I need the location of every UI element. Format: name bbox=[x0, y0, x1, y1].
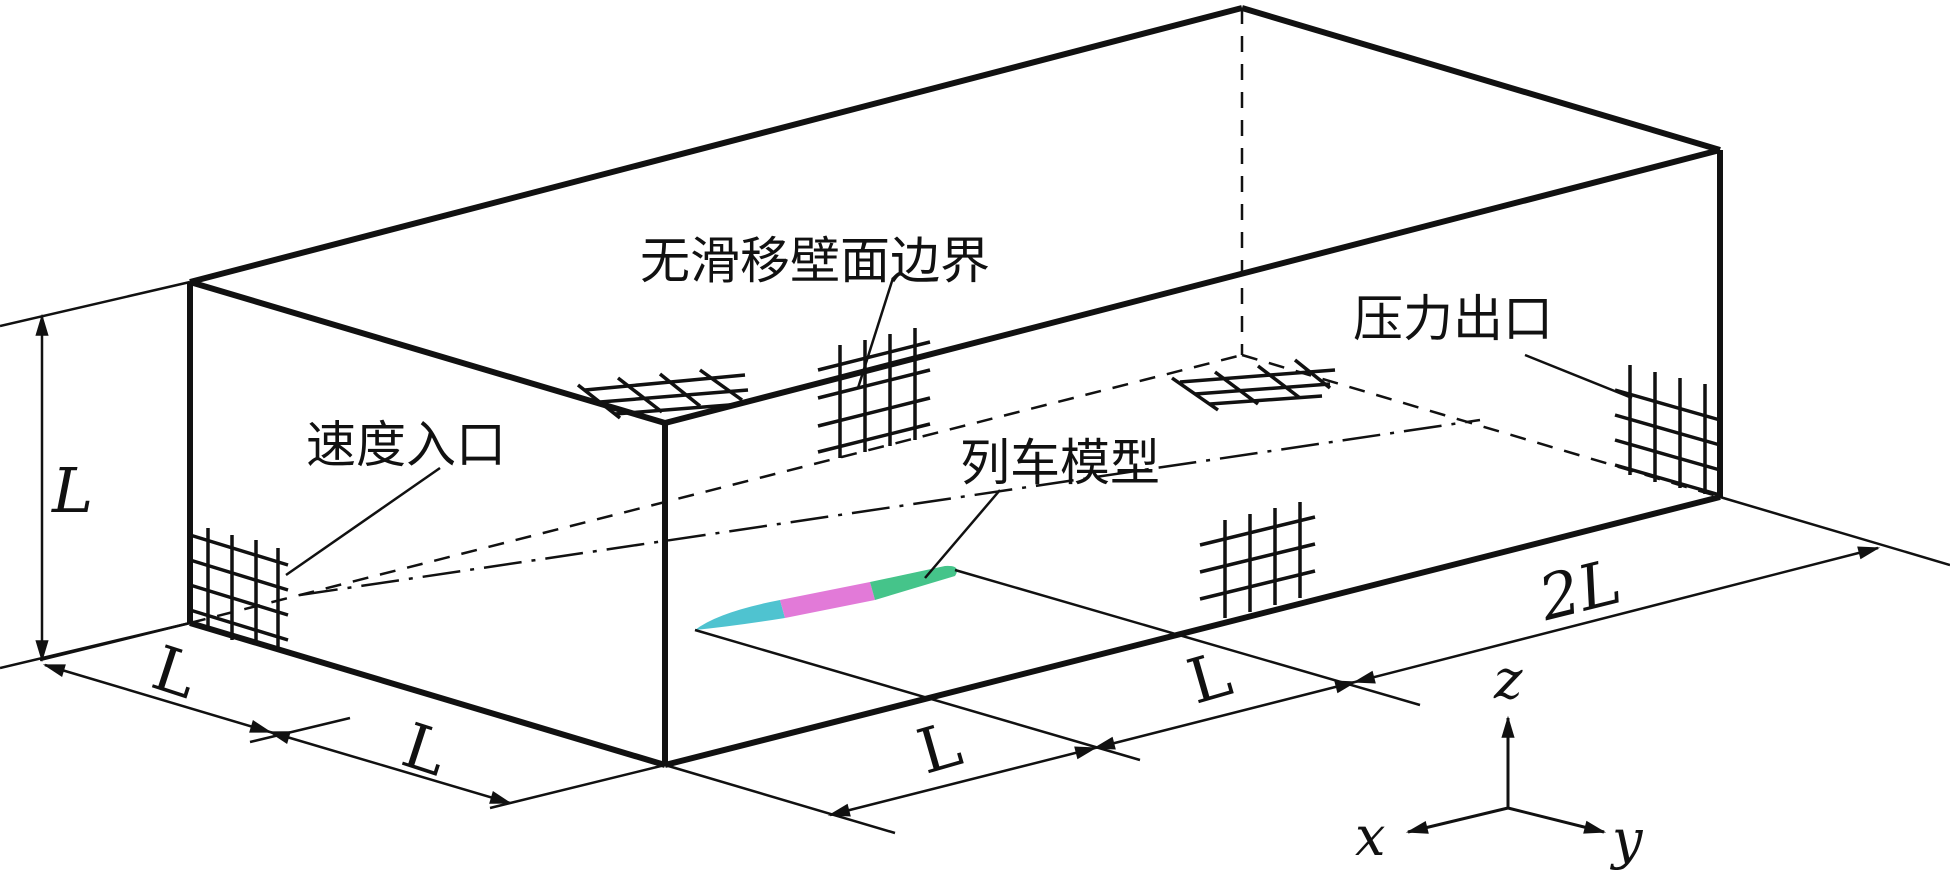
train-model bbox=[695, 565, 958, 630]
inlet-leader bbox=[285, 466, 441, 577]
front-dim-2 bbox=[267, 730, 513, 805]
height-dim-label: L bbox=[51, 454, 93, 527]
z-axis-label: z bbox=[1493, 648, 1523, 711]
edge-top-front bbox=[189, 279, 666, 426]
velocity-inlet-label: 速度入口 bbox=[306, 416, 506, 474]
wall-boundary-label: 无滑移壁面边界 bbox=[640, 232, 990, 290]
coordinate-axes bbox=[1405, 715, 1607, 834]
side-dim-3 bbox=[1352, 546, 1881, 684]
leader-lines bbox=[285, 277, 1633, 579]
hidden-edge-bottom-left bbox=[189, 353, 1243, 625]
edge-top-back bbox=[1241, 5, 1721, 153]
edge-bottom-front bbox=[189, 620, 666, 768]
domain-box bbox=[187, 5, 1723, 768]
front-ext-1 bbox=[39, 621, 191, 662]
edge-bottom-right bbox=[664, 494, 1721, 768]
front-ext-mid bbox=[249, 716, 351, 744]
y-axis bbox=[1507, 806, 1607, 834]
x-axis bbox=[1405, 806, 1509, 834]
front-dim-2-label: L bbox=[394, 709, 456, 791]
side-ext-train bbox=[694, 628, 1141, 762]
edge-top-left bbox=[189, 5, 1243, 285]
front-dim-1 bbox=[42, 663, 273, 734]
side-dim-1 bbox=[827, 746, 1098, 817]
side-ext-front-bottom bbox=[664, 763, 896, 835]
side-dim-2 bbox=[1092, 680, 1358, 750]
dimension-lines bbox=[0, 280, 1950, 835]
top-mesh-right bbox=[1171, 358, 1336, 412]
x-axis-label: x bbox=[1355, 805, 1385, 868]
top-mesh-left bbox=[576, 368, 749, 420]
train-middle bbox=[780, 582, 875, 618]
train-head bbox=[695, 600, 785, 630]
y-axis-label: y bbox=[1610, 808, 1644, 871]
outlet-mesh bbox=[1614, 365, 1721, 497]
inlet-mesh bbox=[189, 528, 289, 650]
wall-leader bbox=[856, 277, 895, 389]
front-ext-2 bbox=[489, 763, 666, 810]
pressure-outlet-label: 压力出口 bbox=[1353, 290, 1553, 348]
side-ext-back bbox=[1719, 495, 1950, 567]
wall-mesh bbox=[817, 328, 931, 458]
train-leader bbox=[924, 489, 1001, 579]
front-dim-1-label: L bbox=[144, 631, 206, 713]
train-tail bbox=[870, 565, 958, 600]
height-ext-top bbox=[0, 280, 191, 328]
outlet-leader bbox=[1524, 353, 1633, 400]
side-mesh bbox=[1199, 502, 1316, 618]
centerline bbox=[299, 418, 1481, 597]
train-model-label: 列车模型 bbox=[960, 434, 1160, 492]
side-dim-3-label: 2L bbox=[1531, 545, 1628, 636]
mesh-patches bbox=[189, 328, 1721, 650]
side-dim-1-label: L bbox=[910, 707, 970, 789]
